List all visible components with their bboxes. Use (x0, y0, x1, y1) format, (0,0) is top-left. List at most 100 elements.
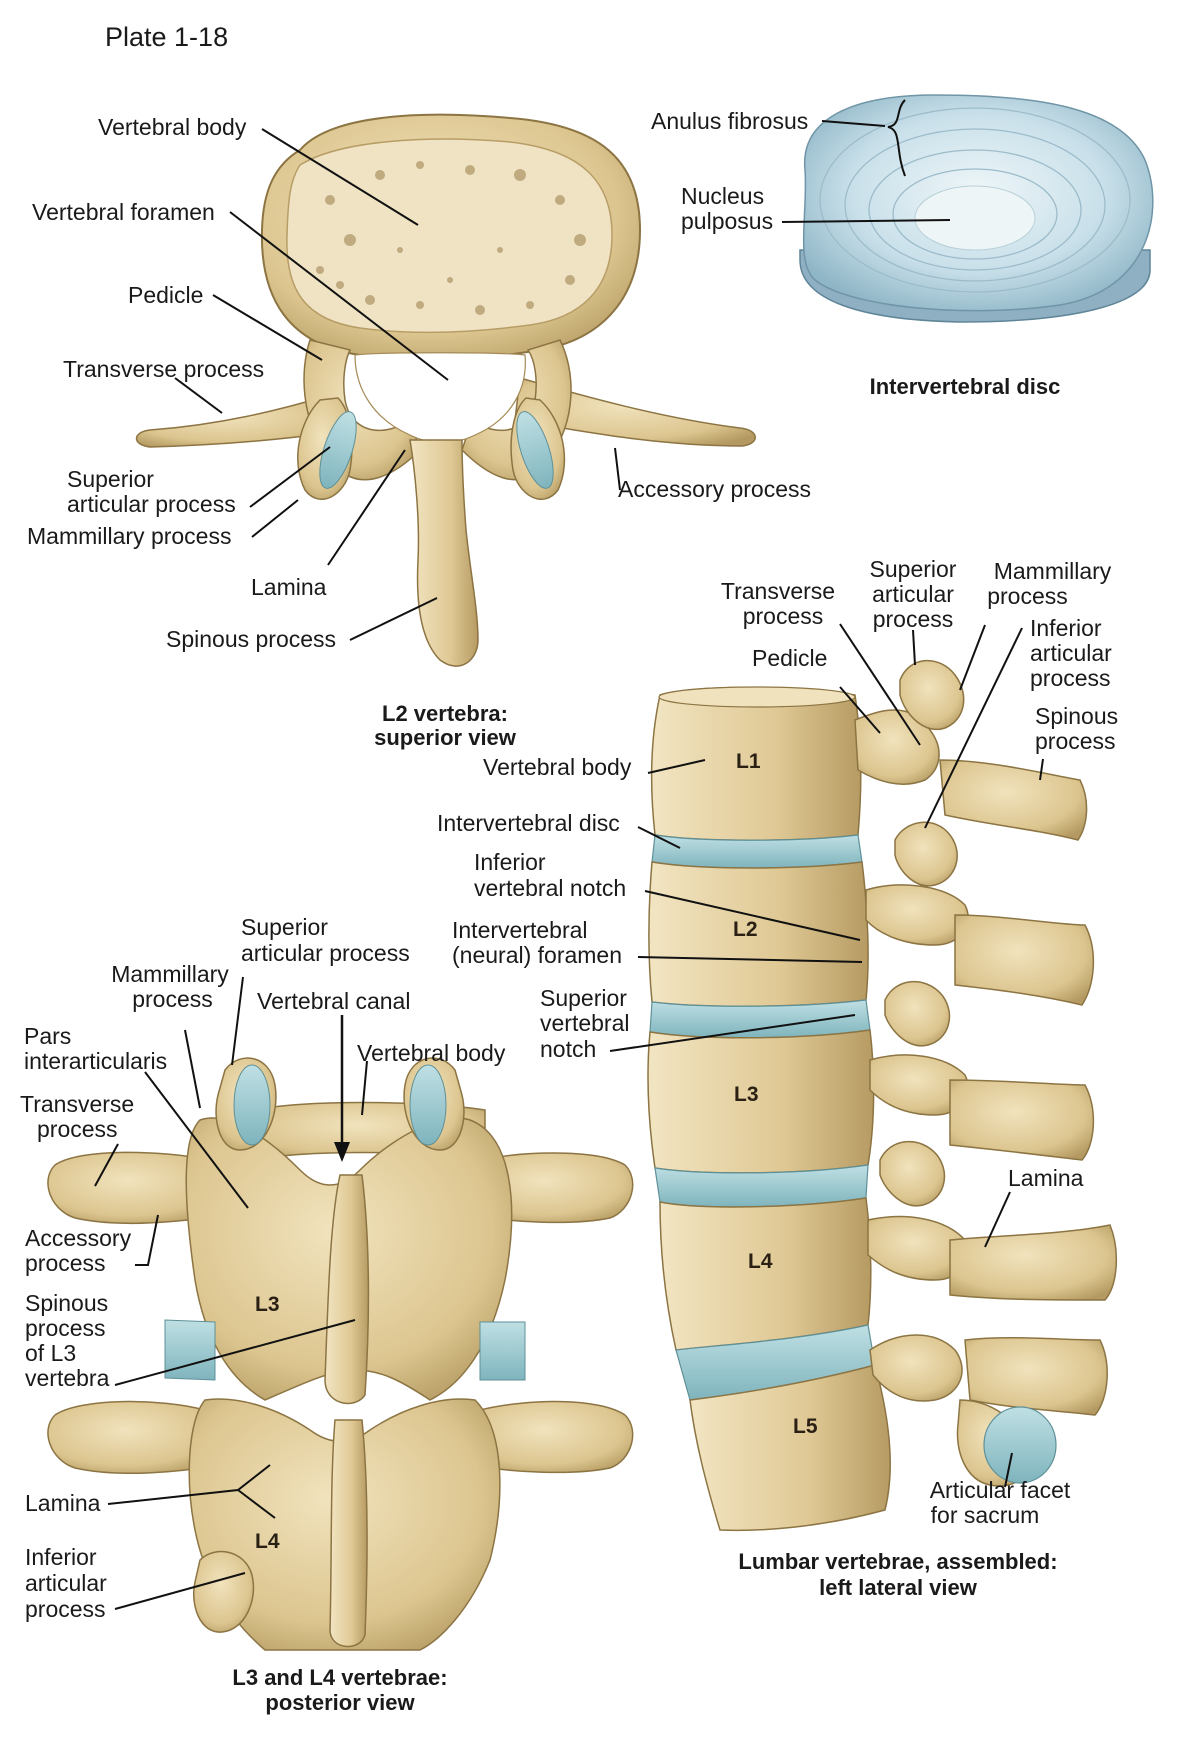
disc-l2-l3 (649, 999, 871, 1039)
l3-right-articular-cartilage (409, 1064, 447, 1146)
label-lat-sup-art-line3: process (872, 606, 954, 632)
label-anulus-fibrosus: Anulus fibrosus (651, 108, 809, 134)
lateral-posterior-elements (854, 659, 1118, 1487)
l5-body-shape (689, 1364, 891, 1532)
label-nucleus-line2: pulposus (681, 208, 774, 234)
label-lat-sup-art-line1: Superior (869, 556, 957, 582)
label-post-vertebral-body: Vertebral body (357, 1040, 506, 1066)
label-post-accessory-line1: Accessory (25, 1225, 132, 1251)
left-transverse-process-shape (135, 394, 336, 448)
caption-posterior-line2: posterior view (265, 1690, 415, 1715)
lateral-leader-lines (609, 623, 1044, 1488)
vertebra-label-l4: L4 (748, 1250, 773, 1273)
label-lat-sup-notch-line2: vertebral (540, 1010, 630, 1036)
caption-posterior-line1: L3 and L4 vertebrae: (232, 1665, 448, 1690)
label-post-sup-art-line1: Superior (241, 914, 328, 940)
disc-leader-lines (781, 99, 951, 223)
label-lat-spinous-line1: Spinous (1035, 703, 1119, 729)
plate-number: Plate 1-18 (105, 22, 229, 52)
vertebra-label-l1: L1 (736, 750, 761, 773)
l1-spinous (939, 759, 1088, 841)
vertebra-label-l5: L5 (793, 1415, 818, 1438)
l2-cancellous-bone (286, 138, 613, 334)
caption-lateral-line2: left lateral view (819, 1575, 977, 1600)
caption-l2-line2: superior view (374, 725, 516, 750)
label-post-accessory-line2: process (25, 1250, 106, 1276)
l5-pedicle-articular (869, 1334, 963, 1402)
label-post-spinous-line4: vertebra (25, 1365, 110, 1391)
label-vertebral-body: Vertebral body (98, 114, 247, 140)
label-spinous-process: Spinous process (166, 626, 337, 652)
vertebra-label-l3: L3 (734, 1083, 759, 1106)
label-post-pars-line2: interarticularis (24, 1048, 168, 1074)
label-lat-inf-art-line2: articular (1030, 640, 1112, 666)
label-post-vertebral-canal: Vertebral canal (257, 988, 411, 1014)
l5-spinous (964, 1337, 1108, 1416)
l4-spinous-shape (329, 1419, 368, 1648)
label-lat-foramen-line1: Intervertebral (452, 917, 588, 943)
label-post-spinous-line1: Spinous (25, 1290, 109, 1316)
label-post-inf-art-line3: process (25, 1596, 106, 1622)
label-transverse-process: Transverse process (63, 356, 265, 382)
vertebra-label-l2: L2 (733, 918, 758, 941)
label-post-mammillary-line1: Mammillary (111, 961, 229, 987)
sacral-articular-facet-shape (983, 1406, 1057, 1484)
label-lat-mammillary-line2: process (987, 583, 1068, 609)
label-post-transverse-line1: Transverse (20, 1091, 135, 1117)
l3-body-shape (647, 1029, 875, 1174)
l2-vertebra-superior-view (135, 113, 756, 667)
label-post-spinous-line2: process (25, 1315, 106, 1341)
caption-l2-line1: L2 vertebra: (382, 701, 508, 726)
l2-spinous-process-shape (409, 439, 479, 667)
posterior-disc-right (479, 1321, 526, 1381)
l2-leader-lines (174, 128, 621, 641)
posterior-disc-left (164, 1319, 216, 1381)
label-lat-foramen-line2: (neural) foramen (452, 942, 623, 968)
label-post-pars-line1: Pars (24, 1023, 72, 1049)
vertebra-label-post-l3: L3 (255, 1293, 280, 1316)
label-mammillary-process: Mammillary process (27, 523, 232, 549)
l4-body-shape (659, 1197, 872, 1351)
disc-lamellae-rings (819, 107, 1131, 293)
disc-l1-l2 (651, 834, 863, 869)
caption-intervertebral-disc: Intervertebral disc (869, 374, 1061, 399)
label-lat-sup-notch-line1: Superior (540, 985, 627, 1011)
label-lamina: Lamina (251, 574, 327, 600)
label-post-transverse-line2: process (37, 1116, 118, 1142)
label-pedicle: Pedicle (128, 282, 204, 308)
l3-l4-posterior-view (47, 1015, 634, 1651)
label-lat-spinous-line2: process (1035, 728, 1116, 754)
l3-left-transverse (47, 1151, 226, 1225)
label-lat-facet-line1: Articular facet (929, 1477, 1071, 1503)
label-lat-transverse-line1: Transverse (720, 578, 836, 604)
intervertebral-disc-illustration (799, 94, 1154, 323)
l4-right-transverse (469, 1400, 634, 1474)
l2-pedicle-transverse (865, 884, 969, 946)
l3-left-articular-cartilage (233, 1064, 271, 1146)
label-lat-facet-line2: for sacrum (930, 1502, 1040, 1528)
label-lat-inf-art-line3: process (1030, 665, 1111, 691)
l2-articular (894, 821, 958, 887)
label-lat-inf-notch-line1: Inferior (474, 849, 546, 875)
lumbar-column-lateral-view (647, 659, 1118, 1532)
label-post-lamina: Lamina (25, 1490, 101, 1516)
l3-spinous-shape (324, 1174, 370, 1405)
label-post-inf-art-line1: Inferior (25, 1544, 97, 1570)
label-lat-vertebral-body: Vertebral body (483, 754, 632, 780)
l2-left-articular-cartilage (319, 411, 357, 489)
vertebral-canal-arrowhead (334, 1142, 350, 1162)
label-lat-sup-notch-line3: notch (540, 1036, 597, 1062)
label-post-spinous-line3: of L3 (25, 1340, 77, 1366)
label-superior-articular-line1: Superior (67, 466, 154, 492)
label-lat-lamina: Lamina (1008, 1165, 1084, 1191)
l3-spinous (949, 1079, 1095, 1161)
l2-trabecular-speckles (316, 161, 586, 315)
l1-superior-endplate (658, 686, 856, 708)
l4-left-inf-articular (193, 1550, 255, 1633)
l2-spinous (954, 914, 1095, 1006)
l3-articular (884, 980, 951, 1047)
right-transverse-process-shape (514, 377, 756, 447)
caption-lateral-line1: Lumbar vertebrae, assembled: (738, 1549, 1058, 1574)
label-superior-articular-line2: articular process (67, 491, 236, 517)
